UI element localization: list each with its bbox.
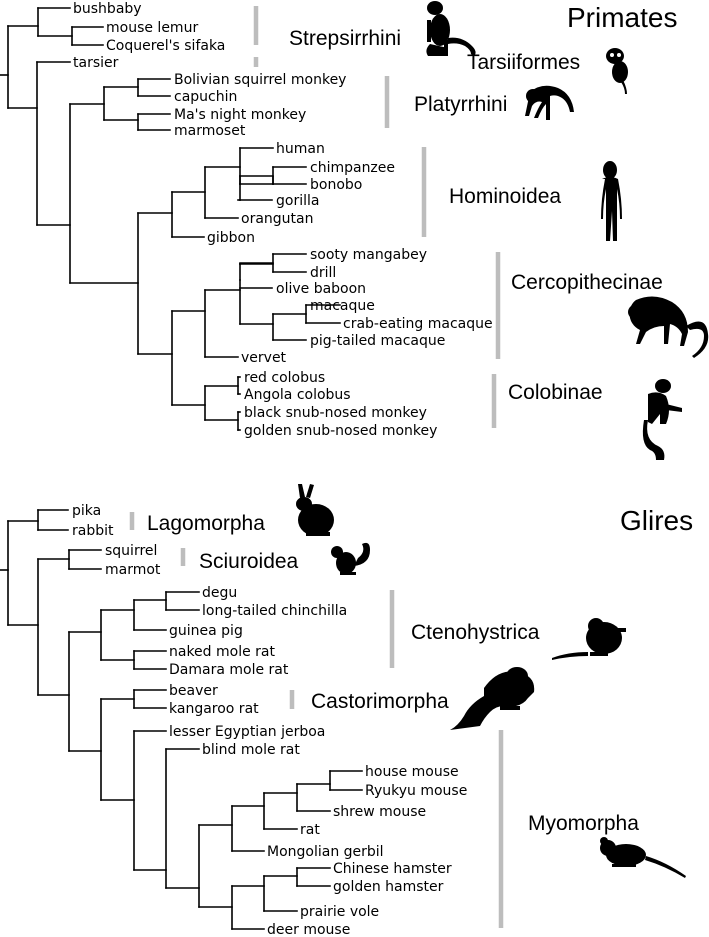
- taxon-label: black snub-nosed monkey: [244, 405, 427, 421]
- taxon-label: crab-eating macaque: [343, 316, 493, 332]
- sitting-primate-icon: [426, 1, 476, 56]
- taxon-label: house mouse: [365, 764, 459, 780]
- tarsier-icon: [606, 48, 628, 94]
- clade-label-tarsiiformes: Tarsiiformes: [467, 51, 580, 74]
- taxon-label: Damara mole rat: [169, 662, 289, 678]
- colobus-monkey-icon: [642, 379, 682, 460]
- clade-label-castorimorpha: Castorimorpha: [311, 690, 449, 713]
- taxon-label: deer mouse: [267, 922, 350, 937]
- taxon-label: pika: [72, 503, 101, 519]
- taxon-label: guinea pig: [169, 623, 243, 639]
- clade-label-myomorpha: Myomorpha: [528, 812, 639, 835]
- taxon-label: gibbon: [207, 230, 255, 246]
- taxon-label: red colobus: [244, 370, 325, 386]
- taxon-label: marmot: [105, 562, 161, 578]
- taxon-label: marmoset: [174, 123, 246, 139]
- clade-label-lagomorpha: Lagomorpha: [147, 512, 265, 535]
- human-silhouette-icon: [601, 161, 622, 241]
- glires-tree: [0, 509, 363, 930]
- mouse-icon: [600, 837, 686, 878]
- chinchilla-icon: [552, 618, 626, 660]
- taxon-label: Bolivian squirrel monkey: [174, 72, 346, 88]
- beaver-icon: [450, 667, 535, 730]
- taxon-label: tarsier: [73, 55, 119, 71]
- taxon-label: rat: [300, 822, 320, 838]
- primates-clade-names: Primates Strepsirrhini Tarsiiformes Plat…: [289, 2, 677, 404]
- taxon-label: capuchin: [174, 89, 237, 105]
- clade-label-colobinae: Colobinae: [508, 381, 603, 404]
- clade-label-cercopithecinae: Cercopithecinae: [511, 271, 663, 294]
- taxon-label: human: [276, 141, 325, 157]
- clade-label-hominoidea: Hominoidea: [449, 185, 561, 208]
- squirrel-icon: [331, 542, 370, 575]
- taxon-label: gorilla: [276, 193, 319, 209]
- taxon-label: bushbaby: [73, 1, 142, 17]
- taxon-label: orangutan: [241, 211, 313, 227]
- taxon-label: Chinese hamster: [333, 861, 452, 877]
- taxon-label: golden snub-nosed monkey: [244, 423, 437, 439]
- taxon-label: prairie vole: [300, 904, 379, 920]
- primates-clade-bars: [253, 6, 501, 428]
- taxon-label: golden hamster: [333, 879, 444, 895]
- taxon-label: lesser Egyptian jerboa: [169, 724, 325, 740]
- clade-label-strepsirrhini: Strepsirrhini: [289, 27, 401, 50]
- taxon-label: degu: [202, 585, 237, 601]
- taxon-label: bonobo: [310, 177, 362, 193]
- taxon-label: blind mole rat: [202, 742, 300, 758]
- taxon-label: long-tailed chinchilla: [202, 603, 347, 619]
- primates-tree: [0, 7, 341, 431]
- glires-clade-names: Glires Lagomorpha Sciuroidea Ctenohystri…: [147, 505, 693, 835]
- taxon-label: kangaroo rat: [169, 701, 259, 717]
- primates-taxa: bushbaby mouse lemur Coquerel's sifaka t…: [73, 1, 493, 439]
- taxon-label: naked mole rat: [169, 644, 276, 660]
- taxon-label: Coquerel's sifaka: [106, 38, 225, 54]
- rabbit-icon: [296, 484, 334, 536]
- macaque-icon: [628, 296, 709, 358]
- taxon-label: shrew mouse: [333, 804, 426, 820]
- taxon-label: drill: [310, 265, 336, 281]
- taxon-label: Angola colobus: [244, 387, 351, 403]
- taxon-label: Ma's night monkey: [174, 107, 306, 123]
- spider-monkey-icon: [525, 85, 574, 120]
- taxon-label: Ryukyu mouse: [365, 783, 467, 799]
- taxon-label: mouse lemur: [106, 20, 198, 36]
- taxon-label: chimpanzee: [310, 160, 395, 176]
- taxon-label: vervet: [241, 350, 287, 366]
- taxon-label: rabbit: [72, 523, 114, 539]
- glires-taxa: pika rabbit squirrel marmot degu long-ta…: [72, 503, 467, 937]
- glires-clade-bars: [129, 512, 504, 928]
- taxon-label: sooty mangabey: [310, 247, 427, 263]
- taxon-label: macaque: [310, 298, 375, 314]
- clade-label-sciuroidea: Sciuroidea: [199, 550, 299, 573]
- taxon-label: pig-tailed macaque: [310, 333, 445, 349]
- section-title-glires: Glires: [620, 505, 693, 536]
- taxon-label: beaver: [169, 683, 218, 699]
- taxon-label: olive baboon: [276, 281, 366, 297]
- clade-label-platyrrhini: Platyrrhini: [414, 93, 507, 116]
- clade-label-ctenohystrica: Ctenohystrica: [411, 621, 540, 644]
- taxon-label: Mongolian gerbil: [267, 844, 384, 860]
- taxon-label: squirrel: [105, 543, 157, 559]
- section-title-primates: Primates: [567, 2, 677, 33]
